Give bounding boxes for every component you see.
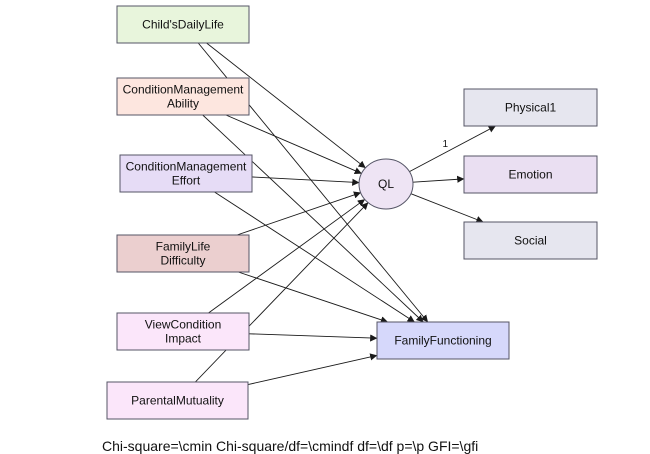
node-label: Social: [514, 234, 547, 248]
node-ql: QL: [358, 158, 414, 210]
node-label: FamilyLife: [156, 240, 211, 254]
node-label: Physical1: [505, 101, 557, 115]
node-social: Social: [463, 221, 598, 260]
edge-ql-to-physical1: [409, 125, 496, 172]
edge-view-condition-impact-to-ql: [208, 199, 366, 314]
edge-view-condition-impact-to-family-functioning: [248, 333, 378, 342]
observed-variable-box: [116, 312, 250, 351]
edge-label: 1: [442, 139, 448, 150]
edge-family-life-difficulty-to-ql: [236, 191, 362, 236]
edge-condition-management-ability-to-family-functioning: [202, 114, 424, 323]
node-label: Impact: [165, 332, 202, 346]
observed-variable-box: [116, 5, 250, 44]
node-label: Effort: [172, 174, 201, 188]
latent-variable-ellipse: [358, 158, 414, 210]
edge-ql-to-social: [410, 193, 484, 223]
node-label: Ability: [167, 97, 199, 111]
node-label: Child'sDailyLife: [142, 18, 224, 32]
edge-condition-management-ability-to-ql: [225, 114, 362, 175]
node-label: QL: [378, 177, 394, 191]
node-label: Difficulty: [160, 254, 205, 268]
node-physical1: Physical1: [463, 88, 598, 127]
observed-variable-box: [463, 155, 598, 194]
node-emotion: Emotion: [463, 155, 598, 194]
node-parental-mutuality: ParentalMutuality: [106, 381, 249, 420]
model-fit-caption: Chi-square=\cmin Chi-square/df=\cmindf d…: [102, 438, 479, 454]
observed-variable-box: [463, 221, 598, 260]
observed-variable-box: [376, 321, 510, 360]
node-label: ParentalMutuality: [131, 394, 224, 408]
observed-variable-box: [116, 234, 250, 273]
observed-variable-box: [463, 88, 598, 127]
node-childs-daily-life: Child'sDailyLife: [116, 5, 250, 44]
node-label: FamilyFunctioning: [394, 334, 491, 348]
edge-condition-management-effort-to-ql: [251, 176, 360, 186]
edge-family-life-difficulty-to-family-functioning: [238, 271, 389, 324]
edge-parental-mutuality-to-family-functioning: [247, 353, 378, 386]
node-label: Emotion: [508, 168, 552, 182]
node-label: ConditionManagement: [123, 83, 244, 97]
nodes-layer: Child'sDailyLifeConditionManagementAbili…: [106, 5, 598, 420]
node-family-functioning: FamilyFunctioning: [376, 321, 510, 360]
edge-ql-to-emotion: [412, 175, 465, 183]
observed-variable-box: [106, 381, 249, 420]
observed-variable-box: [116, 77, 250, 116]
observed-variable-box: [119, 154, 253, 193]
node-label: ViewCondition: [145, 318, 222, 332]
edge-childs-daily-life-to-ql: [206, 42, 366, 169]
edge-condition-management-effort-to-family-functioning: [214, 191, 415, 323]
node-label: ConditionManagement: [126, 160, 247, 174]
edge-parental-mutuality-to-ql: [194, 202, 369, 383]
